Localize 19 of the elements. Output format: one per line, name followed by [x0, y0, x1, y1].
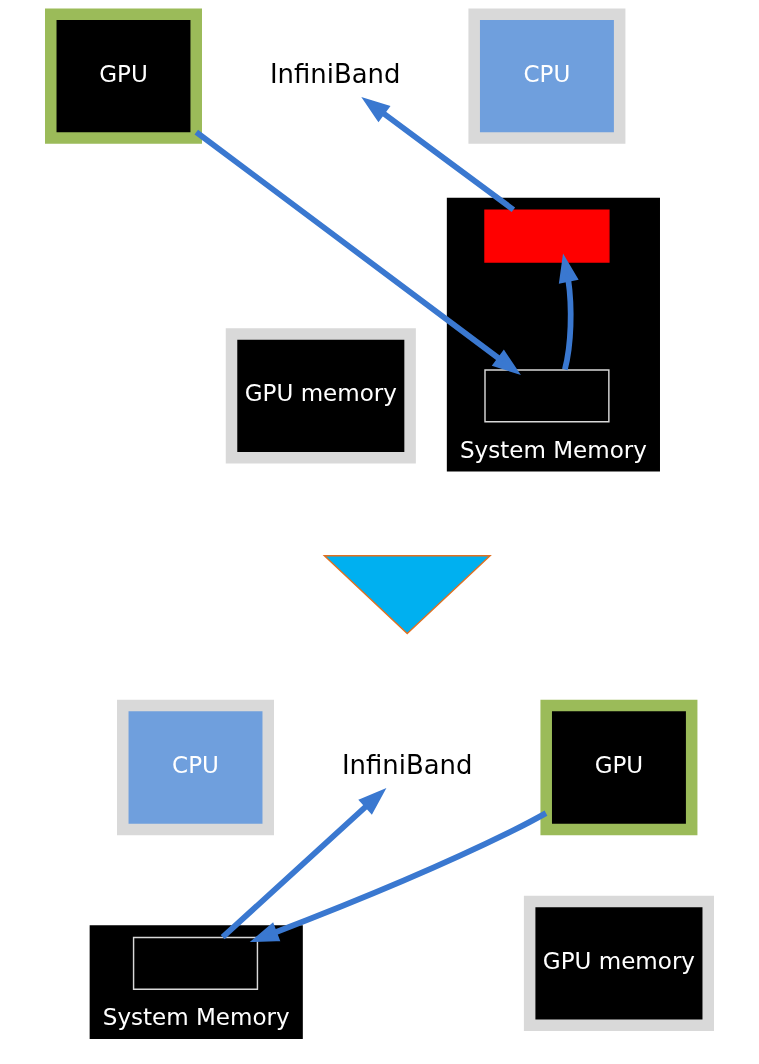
- node-box: [484, 369, 610, 423]
- node-box: GPU: [540, 699, 698, 836]
- node-box: CPU: [468, 8, 626, 144]
- cluster: System Memory: [446, 197, 660, 472]
- node-text: InfiniBand: [341, 749, 473, 780]
- arrow: [220, 787, 387, 940]
- arrow: [558, 253, 579, 371]
- arrow: [194, 129, 521, 376]
- node-box: CPU: [117, 699, 274, 836]
- node-box: GPU: [45, 8, 202, 144]
- node-box: [484, 209, 610, 263]
- node-box: GPU memory: [523, 895, 714, 1032]
- cluster: System Memory: [89, 925, 303, 1039]
- node-text: InfiniBand: [269, 58, 401, 89]
- node-box: [132, 936, 259, 990]
- node-box: GPU memory: [225, 328, 416, 464]
- arrow: [249, 810, 548, 943]
- node-arrow: [322, 555, 492, 635]
- arrow: [361, 96, 516, 213]
